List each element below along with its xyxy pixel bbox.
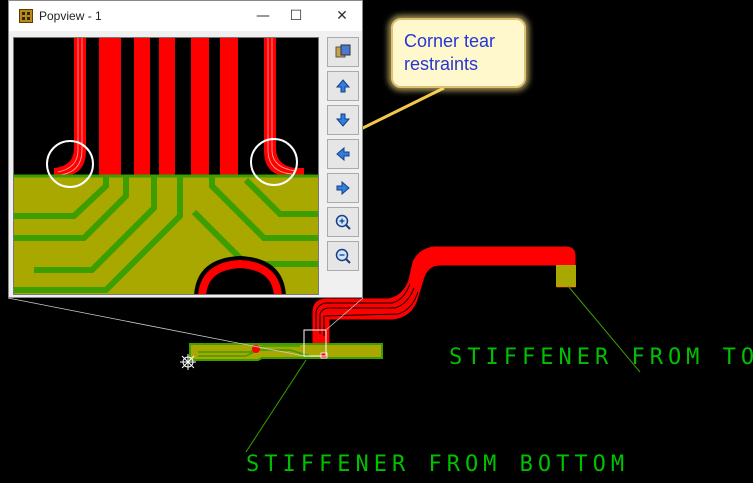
zoom-trace-right-curve bbox=[264, 38, 304, 176]
callout-box: Corner tear restraints bbox=[391, 18, 526, 88]
zoom-region-box[interactable] bbox=[303, 329, 327, 357]
callout-text: Corner tear restraints bbox=[404, 30, 522, 76]
zoomed-board-view bbox=[14, 38, 318, 294]
stiffener-top-label: STIFFENER FROM TOP bbox=[449, 345, 753, 370]
zoom-trace-bar bbox=[191, 38, 209, 176]
copy-icon bbox=[335, 44, 351, 58]
zoom-out-icon bbox=[335, 248, 351, 264]
zoom-trace-bar bbox=[220, 38, 238, 176]
arrow-right-icon bbox=[336, 180, 350, 196]
stiffener-top bbox=[556, 265, 576, 287]
arrow-left-icon bbox=[336, 146, 350, 162]
leader-bottom bbox=[245, 359, 307, 453]
callout-line-2: restraints bbox=[404, 54, 479, 74]
zoom-in-icon bbox=[335, 214, 351, 230]
arrow-down-icon bbox=[335, 113, 351, 127]
popview-window[interactable]: Popview - 1 — ☐ ✕ bbox=[8, 0, 363, 298]
copy-view-button[interactable] bbox=[327, 37, 359, 67]
popview-preview[interactable] bbox=[13, 37, 319, 295]
pan-down-button[interactable] bbox=[327, 105, 359, 135]
zoom-trace-left-lines bbox=[57, 38, 83, 176]
app-icon bbox=[19, 9, 33, 23]
maximize-button[interactable]: ☐ bbox=[289, 8, 303, 24]
zoom-out-button[interactable] bbox=[327, 241, 359, 271]
close-button[interactable]: ✕ bbox=[336, 8, 348, 24]
zoom-trace-bar bbox=[134, 38, 150, 176]
popview-connector-right bbox=[325, 297, 364, 331]
pan-up-button[interactable] bbox=[327, 71, 359, 101]
popview-connector-left bbox=[7, 297, 305, 357]
pan-left-button[interactable] bbox=[327, 139, 359, 169]
stiffener-bottom-label: STIFFENER FROM BOTTOM bbox=[246, 452, 630, 477]
flex-trace-lines bbox=[315, 283, 419, 336]
tear-restraint-circle-left bbox=[46, 140, 94, 188]
origin-crosshair-icon bbox=[180, 354, 196, 370]
arrow-up-icon bbox=[335, 79, 351, 93]
tear-restraint-circle-right bbox=[250, 138, 298, 186]
callout-line-1: Corner tear bbox=[404, 31, 496, 51]
popview-titlebar[interactable]: Popview - 1 — ☐ ✕ bbox=[9, 1, 362, 31]
zoom-trace-bar bbox=[159, 38, 175, 176]
zoom-in-button[interactable] bbox=[327, 207, 359, 237]
minimize-button[interactable]: — bbox=[256, 8, 270, 24]
popview-title: Popview - 1 bbox=[39, 9, 102, 23]
flex-trace-body bbox=[311, 245, 577, 351]
pan-right-button[interactable] bbox=[327, 173, 359, 203]
zoom-trace-right-lines bbox=[267, 38, 297, 175]
zoom-cutout-trace bbox=[198, 259, 282, 294]
leader-top bbox=[567, 285, 641, 373]
zoom-trace-bar bbox=[99, 38, 121, 176]
